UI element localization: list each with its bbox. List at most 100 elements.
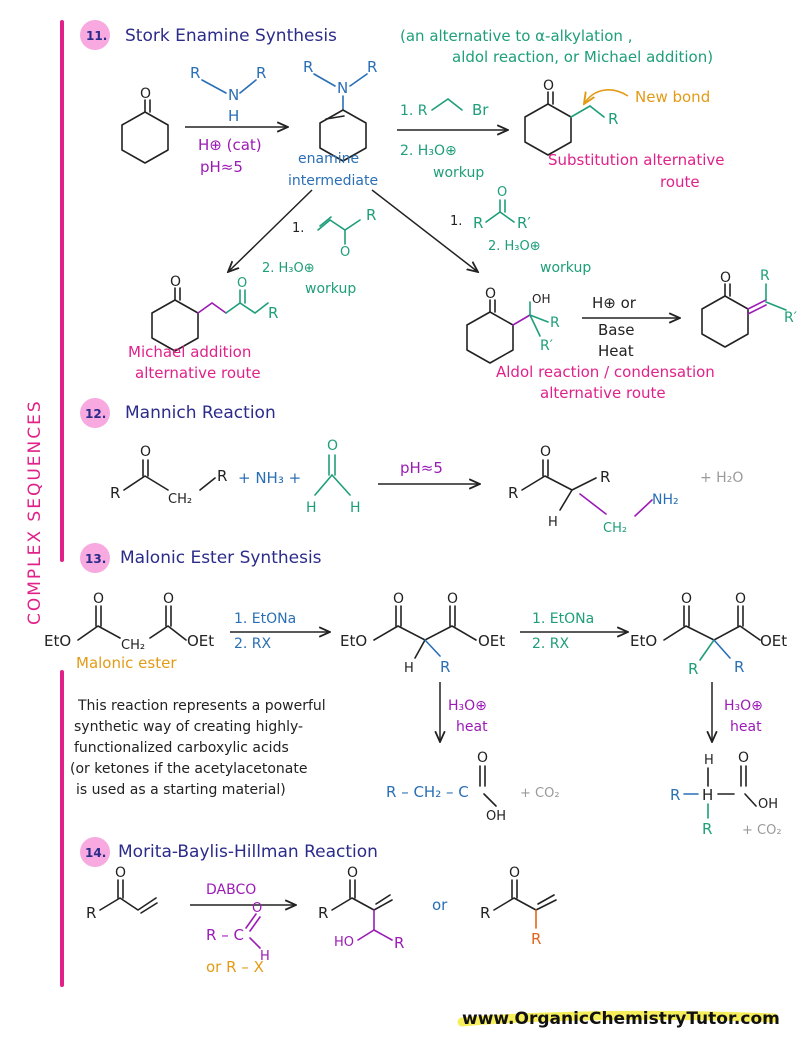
new-bond-arrow [584,89,629,104]
svg-text:H: H [704,753,714,768]
decarbox-1-h3o: H₃O⊕ [448,698,487,714]
svg-text:OH: OH [486,809,506,824]
arrow-aldol [371,189,478,272]
svg-text:O: O [509,865,520,881]
svg-text:O: O [237,276,247,291]
carboxylic-acid-2: H R H O OH R [670,750,778,838]
svg-text:O: O [115,865,126,881]
section-14-title: Morita-Baylis-Hillman Reaction [118,842,378,862]
new-bond-label: New bond [635,88,710,106]
svg-text:R: R [394,934,404,952]
svg-text:OH: OH [758,797,778,812]
subst-label-2: route [660,173,700,191]
svg-text:EtO: EtO [44,632,71,650]
mbh-product-2: R O R [480,865,557,948]
aldol-product: O OH R R′ [466,286,560,364]
svg-text:O: O [163,591,174,607]
vinyl-ketone: R O [86,865,158,922]
svg-text:R′: R′ [517,214,531,232]
svg-text:R: R [86,904,96,922]
svg-text:R: R [440,658,450,676]
malonic-description: This reaction represents a powerful synt… [70,698,326,798]
svg-text:H: H [228,107,239,125]
michael-workup: workup [305,281,356,297]
svg-text:O: O [543,78,554,94]
svg-text:NH₂: NH₂ [652,492,679,508]
svg-text:EtO: EtO [630,632,657,650]
svg-text:H: H [260,949,270,964]
malonic-ester: EtO O CH₂ O OEt [44,591,214,653]
mannich-ketone: R O CH₂ R [110,444,227,507]
svg-text:R: R [608,110,618,128]
svg-text:R: R [367,58,377,76]
svg-text:OH: OH [532,292,550,306]
svg-text:functionalized carboxylic acid: functionalized carboxylic acids [74,740,289,756]
section-11-title: Stork Enamine Synthesis [125,26,337,46]
badge-12 [80,398,110,428]
co2-1: + CO₂ [520,786,560,801]
svg-text:R: R [734,658,744,676]
monoalkylated-malonate: EtO O O OEt H R [340,591,505,676]
michael-label-2: alternative route [135,364,261,382]
dialkylated-malonate: EtO O O OEt R R [630,591,787,678]
svg-text:CH₂: CH₂ [603,521,627,536]
cyclohexanone: O [121,86,169,164]
svg-text:R′: R′ [540,338,553,354]
decarbox-2-h3o: H₃O⊕ [724,698,763,714]
footer-url: www.OrganicChemistryTutor.com [462,1009,780,1029]
mbh-or-rx: or R – X [206,958,264,976]
subst-br: Br [472,101,489,119]
side-label: COMPLEX SEQUENCES [25,399,45,625]
svg-text:R: R [702,820,712,838]
plus-nh3: + NH₃ + [238,469,301,487]
svg-text:R: R [303,58,313,76]
mbh-cat: DABCO [206,882,256,898]
svg-text:R: R [760,268,770,284]
subst-label-1: Substitution alternative [548,151,725,169]
michael-product: O O R [151,274,278,352]
svg-text:O: O [720,270,731,286]
enamine: R N R [303,58,377,162]
enone-product: O R R′ [701,268,797,348]
svg-text:O: O [252,901,262,916]
plus-h2o: + H₂O [700,470,743,486]
svg-text:N: N [228,86,239,104]
mannich-product: R O R H CH₂ NH₂ [508,444,679,536]
alk2-reag1: 1. EtONa [532,611,594,627]
svg-text:R – CH₂ – C: R – CH₂ – C [386,783,469,801]
subst-workup: workup [433,165,484,181]
svg-text:O: O [170,274,181,290]
svg-text:O: O [340,245,350,260]
enone-reagent: O R [317,206,376,260]
svg-text:H: H [548,515,558,530]
arrow-michael [228,189,313,272]
alk2-reag2: 2. RX [532,636,570,652]
secondary-amine: R N R H [190,64,266,125]
svg-text:R: R [550,315,560,331]
svg-text:H: H [350,500,361,516]
aldol-cond-3: Heat [598,342,634,360]
section-11-note-1: (an alternative to α-alkylation , [400,27,632,45]
subst-step1: 1. R [400,103,428,119]
aldol-cond-1: H⊕ or [592,294,637,312]
svg-text:H: H [702,786,713,804]
svg-text:R – C: R – C [206,926,244,944]
svg-text:This reaction represents a pow: This reaction represents a powerful [77,698,326,714]
svg-text:R: R [508,484,518,502]
alkyl-halide-chain [431,98,463,111]
badge-14-number: 14. [85,846,106,860]
ketone-reagent: R O R′ [473,185,531,232]
carboxylic-acid-1: R – CH₂ – C O OH [386,750,506,824]
decarbox-2-heat: heat [730,719,762,735]
svg-text:R: R [670,786,680,804]
aldol-label-2: alternative route [540,384,666,402]
svg-text:CH₂: CH₂ [168,492,192,507]
footer-highlight [457,1010,779,1027]
svg-text:O: O [485,286,496,302]
svg-text:HO: HO [334,935,354,950]
svg-text:CH₂: CH₂ [121,638,145,653]
svg-text:R: R [688,660,698,678]
svg-text:R: R [600,468,610,486]
svg-text:H: H [306,500,317,516]
